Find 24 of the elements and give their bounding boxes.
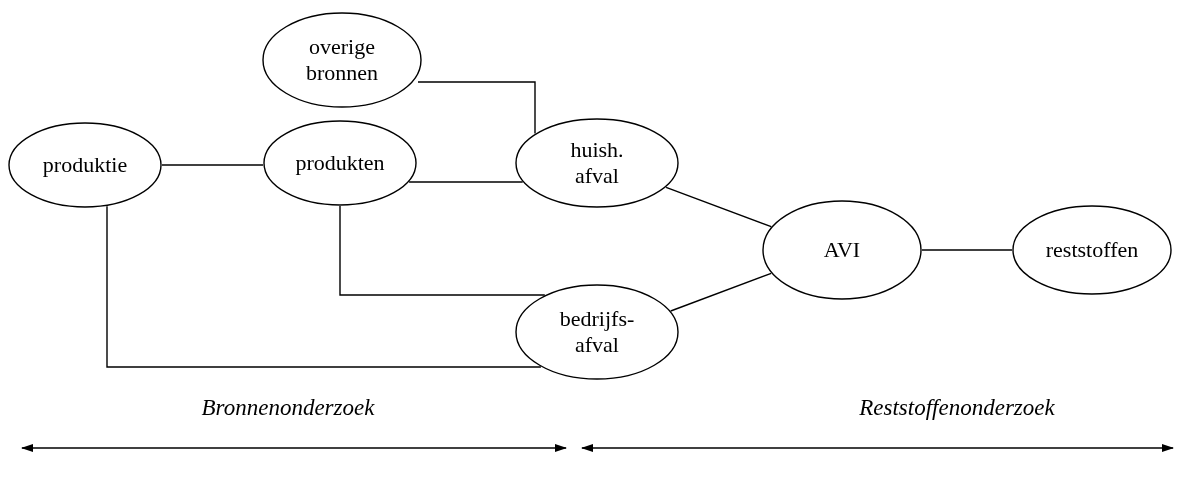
connector-line	[921, 249, 1013, 251]
ellipse-node	[262, 12, 422, 108]
ellipse-node	[762, 200, 922, 300]
node-label: bedrijfs- afval	[558, 305, 636, 359]
connector-line	[339, 205, 546, 296]
node-label: AVI	[823, 236, 861, 264]
node-label: overige bronnen	[304, 33, 380, 87]
connector-line	[670, 272, 772, 312]
connector-line	[408, 181, 524, 183]
ellipse-node	[515, 118, 679, 208]
connector-line	[665, 186, 772, 228]
node-label: produkten	[295, 149, 385, 177]
section-label: Bronnenonderzoek	[201, 395, 375, 421]
connector-line	[161, 164, 264, 166]
ellipse-node	[515, 284, 679, 380]
connector-line	[417, 81, 536, 135]
ellipse-node	[8, 122, 162, 208]
node-label: huish. afval	[569, 136, 625, 190]
ellipse-node	[263, 120, 417, 206]
node-label: produktie	[42, 151, 128, 179]
node-label: reststoffen	[1045, 236, 1139, 264]
connector-line	[106, 205, 542, 368]
ellipse-node	[1012, 205, 1172, 295]
section-label: Reststoffenonderzoek	[859, 395, 1055, 421]
